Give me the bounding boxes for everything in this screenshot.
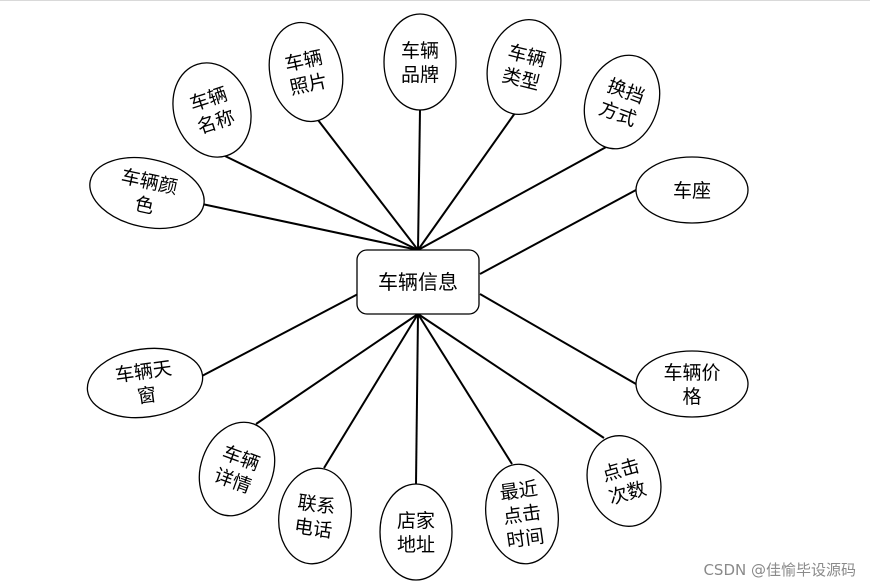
attribute-label-lastclick: 点击 xyxy=(502,501,543,528)
edge-gear xyxy=(417,145,609,251)
attribute-ellipse-color xyxy=(89,156,205,230)
edge-price xyxy=(479,293,637,385)
attribute-ellipse-address xyxy=(379,483,453,581)
attribute-label-seat: 车座 xyxy=(673,180,711,202)
attribute-label-color: 色 xyxy=(133,193,156,218)
entity-label: 车辆信息 xyxy=(378,270,458,294)
edge-name xyxy=(224,155,419,251)
attribute-ellipse-sunroof xyxy=(86,347,204,419)
attribute-label-address: 地址 xyxy=(397,534,435,556)
attribute-ellipse-detail xyxy=(198,421,276,517)
edge-address xyxy=(415,313,419,485)
attribute-label-price: 车辆价 xyxy=(663,362,720,384)
attribute-label-address: 店家 xyxy=(397,510,435,532)
edge-phone xyxy=(323,313,419,469)
attribute-label-brand: 车辆 xyxy=(401,40,439,62)
top-rule xyxy=(0,0,870,4)
attribute-label-lastclick: 时间 xyxy=(505,525,546,552)
edge-clicks xyxy=(417,313,605,439)
entity-node: 车辆信息 xyxy=(356,249,480,315)
edge-sunroof xyxy=(199,293,359,378)
attribute-label-phone: 电话 xyxy=(293,515,334,542)
attribute-ellipse-seat xyxy=(635,156,749,224)
attribute-ellipse-name xyxy=(172,62,252,158)
edge-color xyxy=(201,203,419,251)
edge-photo xyxy=(317,119,419,251)
attribute-ellipse-gear xyxy=(583,54,661,150)
attribute-ellipse-price xyxy=(635,350,749,418)
edges xyxy=(199,109,637,485)
edge-detail xyxy=(255,313,419,425)
entity-box xyxy=(356,249,480,315)
attribute-ellipse-phone xyxy=(278,467,352,565)
edge-seat xyxy=(479,189,637,275)
attribute-label-lastclick: 最近 xyxy=(498,478,539,505)
edge-brand xyxy=(417,109,421,251)
attribute-ellipse-photo xyxy=(268,21,344,123)
edge-lastclick xyxy=(417,313,513,465)
attribute-seat: 车座 xyxy=(635,156,749,224)
attribute-ellipse-lastclick xyxy=(485,463,559,565)
attribute-label-sunroof: 窗 xyxy=(136,384,158,408)
attribute-nodes: 车辆名称车辆照片车辆品牌车辆类型换挡方式车辆颜色车座车辆天窗车辆价格车辆详情联系… xyxy=(86,13,749,581)
edge-type xyxy=(417,112,516,251)
attribute-ellipse-type xyxy=(486,18,562,116)
attribute-label-phone: 联系 xyxy=(296,492,337,519)
attribute-ellipse-clicks xyxy=(586,435,662,527)
watermark: CSDN @佳愉毕设源码 xyxy=(703,561,856,579)
attribute-ellipse-brand xyxy=(383,13,457,111)
attribute-label-brand: 品牌 xyxy=(401,64,439,86)
attribute-label-price: 格 xyxy=(682,386,701,408)
